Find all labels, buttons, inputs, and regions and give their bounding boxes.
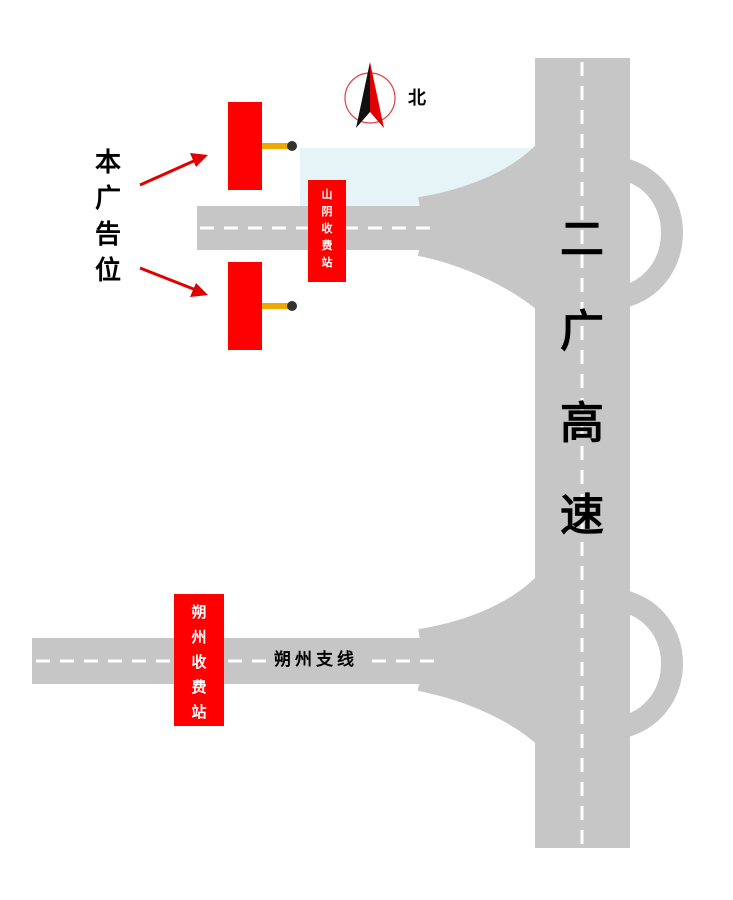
billboard-post <box>262 303 290 309</box>
billboard-icon <box>228 262 262 350</box>
billboard-icon <box>228 102 262 190</box>
shanyin-label-char: 收 <box>321 222 333 235</box>
shanyin-toll-label: 山 阴 收 费 站 <box>308 186 346 271</box>
billboard-post-cap <box>287 301 297 311</box>
ad-label-char: 广 <box>94 184 121 214</box>
ramp-loop-north-east <box>615 157 683 309</box>
ad-label-char: 告 <box>94 220 121 250</box>
north-label: 北 <box>408 88 426 109</box>
billboard-post-cap <box>287 141 297 151</box>
billboard-north <box>228 102 297 190</box>
highway-label-char: 二 <box>560 214 604 265</box>
branch-road-label: 朔州支线 <box>268 648 364 672</box>
shuozhou-label-char: 收 <box>191 653 207 671</box>
shuozhou-label-char: 站 <box>191 703 207 721</box>
pointer-arrow-lower <box>139 266 208 297</box>
shuozhou-road-flare <box>440 592 548 730</box>
ad-position-label: 本 广 告 位 <box>82 148 134 286</box>
ad-label-char: 本 <box>94 148 121 178</box>
shuozhou-label-char: 朔 <box>191 603 207 621</box>
highway-label-char: 高 <box>560 398 604 449</box>
billboard-post <box>262 143 290 149</box>
billboard-south <box>228 262 297 350</box>
shanyin-label-char: 站 <box>321 256 333 269</box>
highway-label: 二 广 高 速 <box>548 215 616 583</box>
shuozhou-toll-label: 朔 州 收 费 站 <box>174 600 224 725</box>
shanyin-label-char: 阴 <box>321 205 333 218</box>
ad-label-char: 位 <box>94 256 121 286</box>
north-arrow-icon <box>344 62 396 128</box>
highway-label-char: 广 <box>560 306 604 357</box>
ramp-loop-south-east <box>615 589 683 739</box>
shuozhou-label-char: 费 <box>191 678 207 696</box>
shanyin-toll-station <box>308 180 346 282</box>
shanyin-road-flare <box>440 160 548 296</box>
shuozhou-label-char: 州 <box>191 628 207 646</box>
shanyin-label-char: 费 <box>321 239 333 252</box>
shanyin-label-char: 山 <box>321 188 333 201</box>
highway-label-char: 速 <box>560 490 604 541</box>
pointer-arrow-upper <box>139 153 208 187</box>
shuozhou-toll-station <box>174 594 224 726</box>
